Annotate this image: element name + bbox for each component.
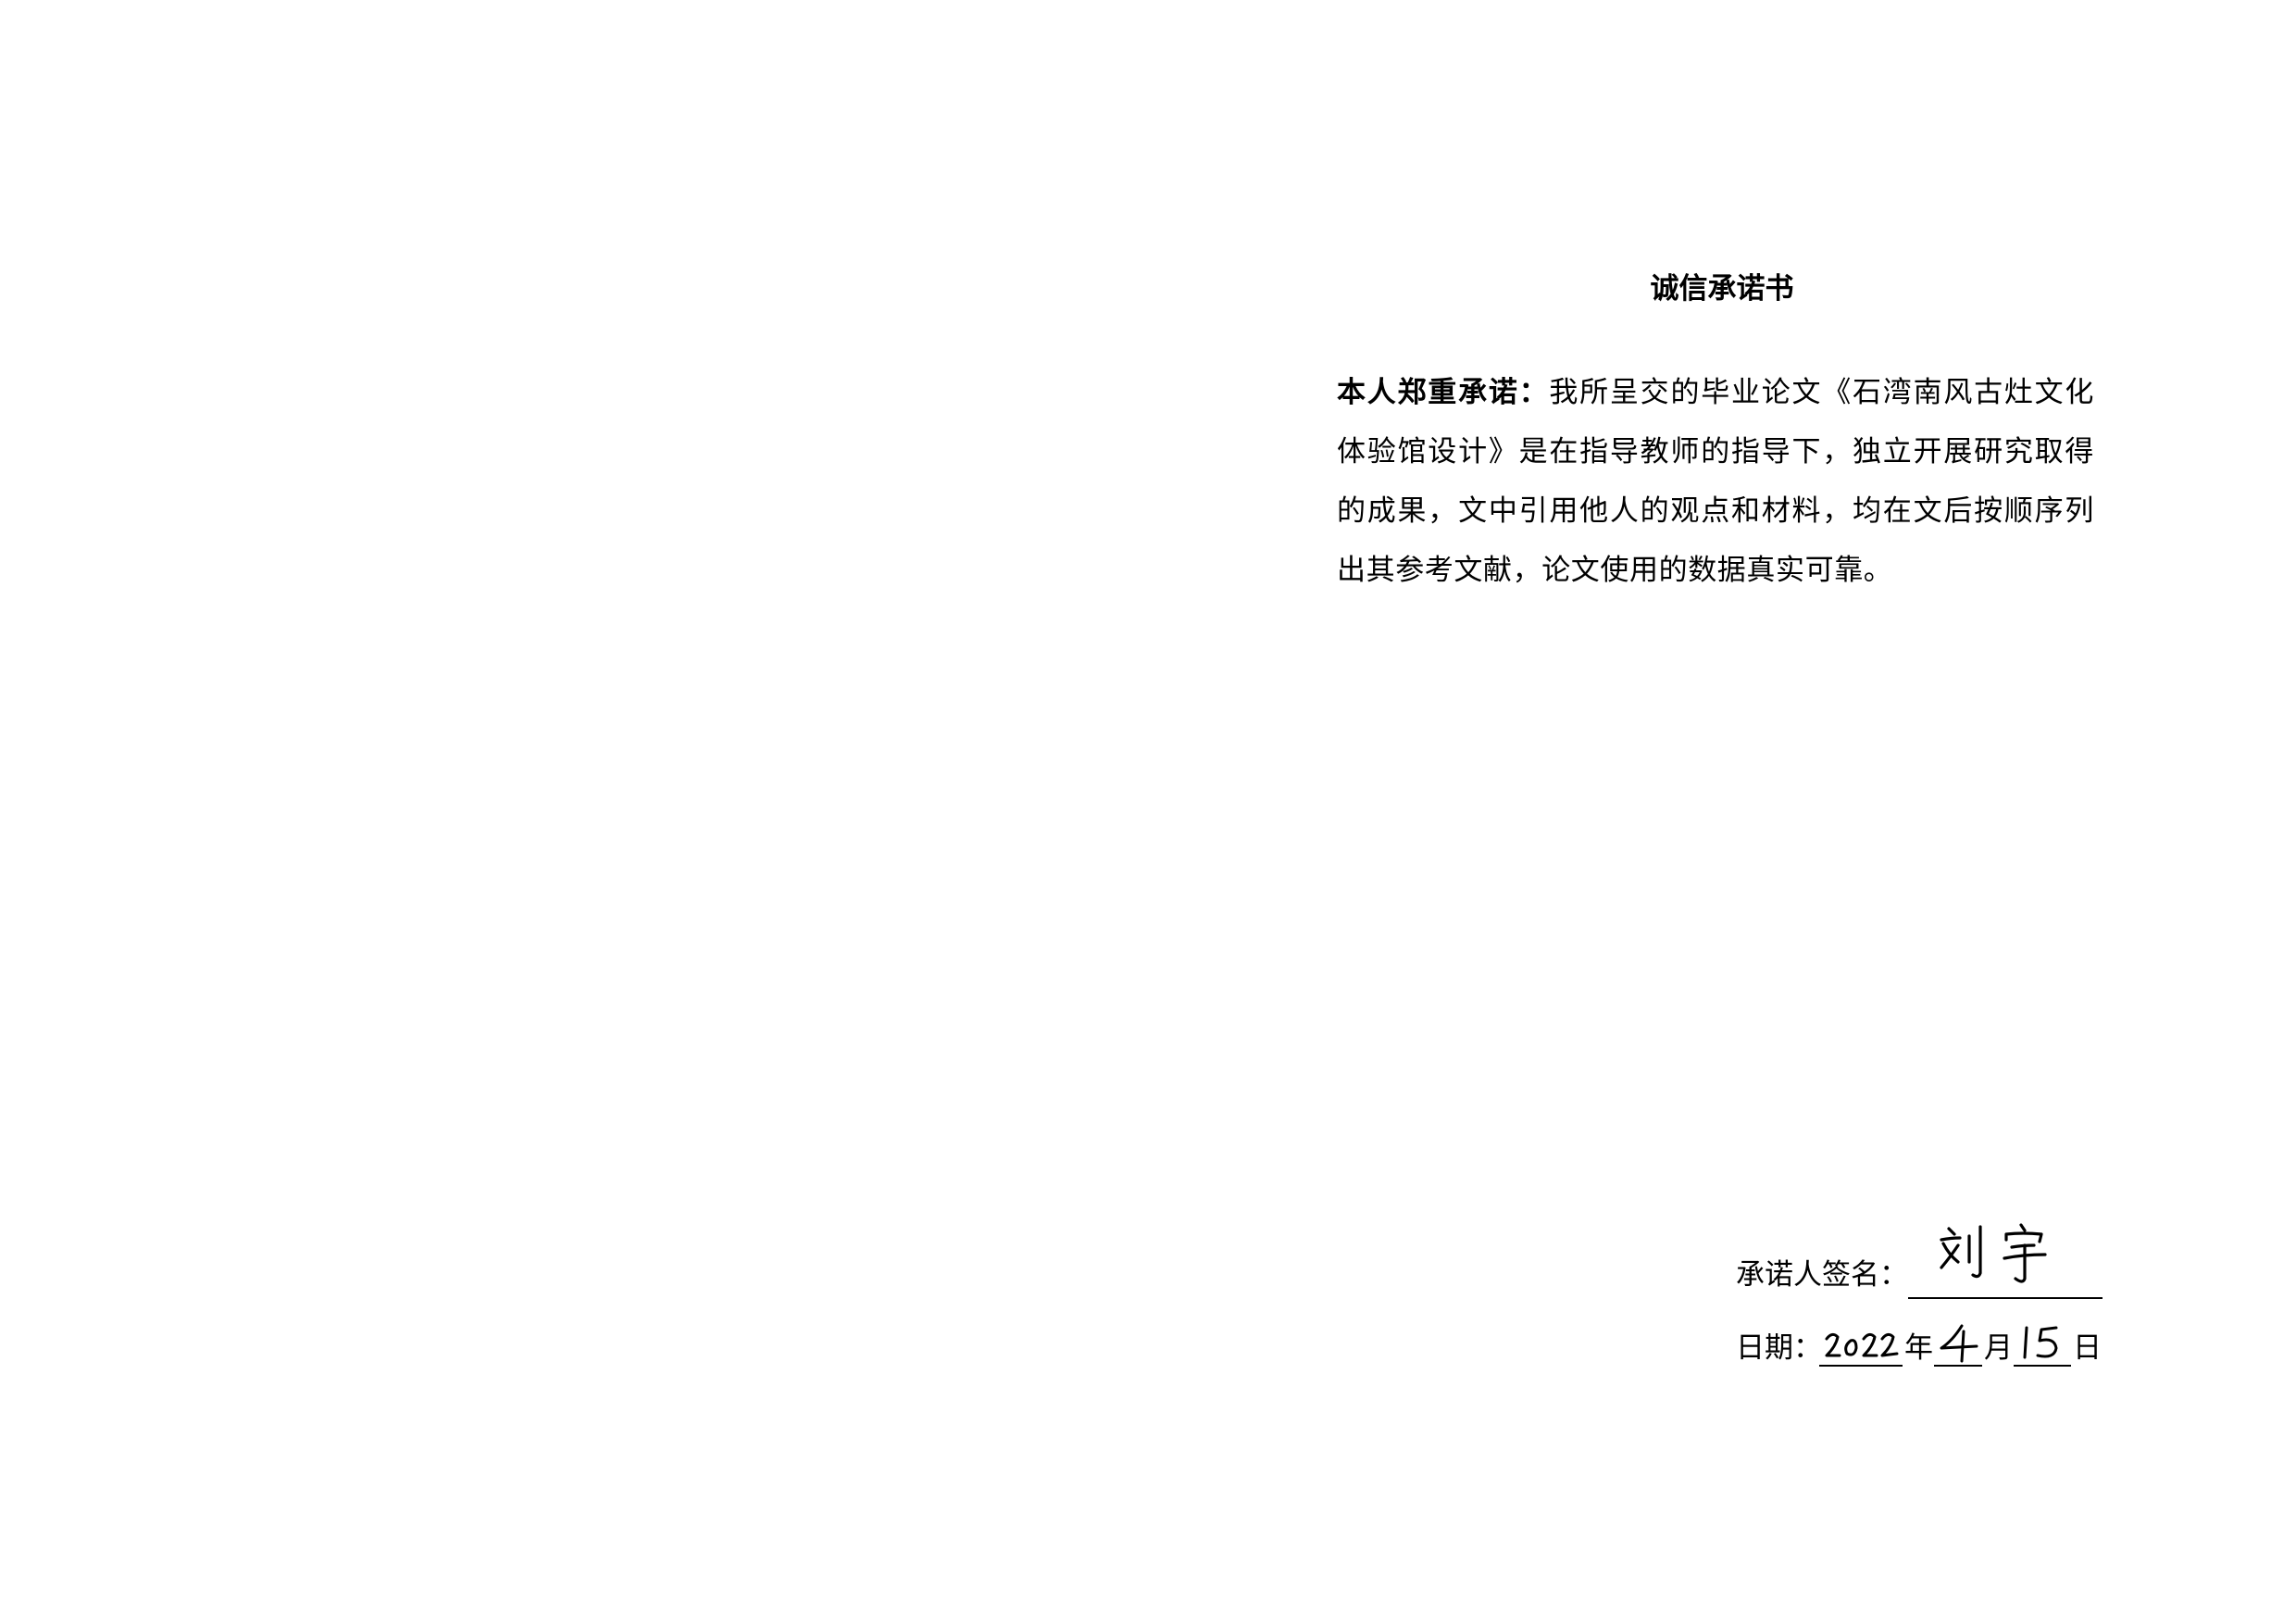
handwritten-month (1940, 1324, 1978, 1363)
date-year-field (1819, 1318, 1903, 1367)
document-title: 诚信承诺书 (1650, 272, 1794, 306)
date-year-unit: 年 (1904, 1331, 1933, 1365)
pledge-lead: 本人郑重承诺： (1337, 376, 1550, 409)
date-line: 日期： 年 月 (1736, 1315, 2106, 1370)
date-day-unit: 日 (2073, 1331, 2102, 1365)
handwritten-signature (1940, 1223, 2047, 1283)
pledge-paragraph: 本人郑重承诺：我所呈交的毕业论文《石湾南风古灶文化体验馆设计》是在指导教师的指导… (1337, 363, 2094, 600)
date-label: 日期： (1736, 1331, 1822, 1365)
date-month-unit: 月 (1984, 1331, 2013, 1365)
signature-line: 承诺人签名： (1736, 1223, 2106, 1299)
signature-field (1908, 1223, 2103, 1299)
signature-label: 承诺人签名： (1736, 1258, 1908, 1292)
date-month-field (1934, 1318, 1982, 1367)
handwritten-year (1825, 1332, 1899, 1357)
handwritten-day (2023, 1326, 2058, 1359)
date-day-field (2014, 1318, 2071, 1367)
pledge-body: 我所呈交的毕业论文《石湾南风古灶文化体验馆设计》是在指导教师的指导下，独立开展研… (1337, 376, 2094, 587)
